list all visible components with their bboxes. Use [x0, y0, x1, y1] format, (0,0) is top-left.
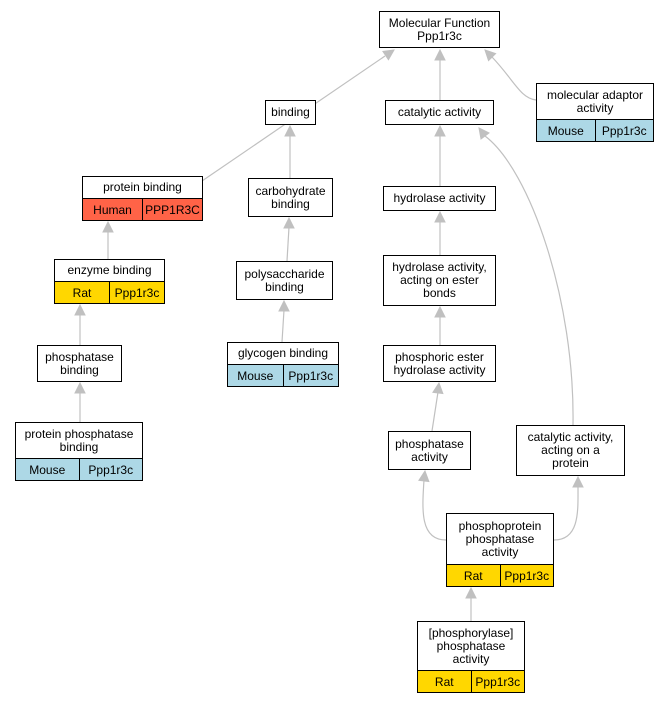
- node-label: phosphoric ester hydrolase activity: [393, 349, 486, 377]
- node-phosphoric-ester-hydrolase-activity[interactable]: phosphoric ester hydrolase activity: [383, 345, 496, 382]
- gene-badge: Ppp1r3c: [470, 671, 524, 692]
- species-badge: Mouse: [16, 459, 79, 480]
- species-badge: Rat: [418, 671, 471, 692]
- node-label: phosphoprotein phosphatase activity: [458, 518, 542, 559]
- node-protein-binding[interactable]: protein binding Human PPP1R3C: [82, 176, 203, 221]
- node-label: glycogen binding: [237, 346, 329, 360]
- gene-badge: Ppp1r3c: [109, 282, 164, 303]
- node-binding[interactable]: binding: [265, 100, 316, 125]
- annotation-badges: Rat Ppp1r3c: [418, 670, 524, 692]
- node-enzyme-binding[interactable]: enzyme binding Rat Ppp1r3c: [54, 259, 165, 304]
- node-label: polysaccharide binding: [244, 266, 325, 294]
- gene-badge: Ppp1r3c: [78, 459, 142, 480]
- edge-line: [553, 485, 579, 541]
- edge-arrowhead: [74, 381, 86, 394]
- node-label: protein phosphatase binding: [24, 426, 134, 454]
- node-hydrolase-activity[interactable]: hydrolase activity: [383, 186, 496, 211]
- species-badge: Mouse: [537, 120, 595, 141]
- annotation-badges: Mouse Ppp1r3c: [16, 458, 142, 480]
- node-carbohydrate-binding[interactable]: carbohydrate binding: [248, 178, 333, 217]
- edge-arrowhead: [572, 475, 584, 488]
- edge-arrowhead: [102, 220, 114, 233]
- node-label: hydrolase activity, acting on ester bond…: [392, 260, 487, 300]
- node-label: enzyme binding: [67, 263, 152, 277]
- annotation-badges: Mouse Ppp1r3c: [228, 364, 338, 386]
- edge-arrowhead: [382, 49, 395, 61]
- gene-badge: PPP1R3C: [142, 199, 202, 220]
- node-label: [phosphorylase] phosphatase activity: [428, 625, 514, 666]
- species-badge: Rat: [447, 565, 500, 586]
- node-catalytic-activity-acting-on-protein[interactable]: catalytic activity, acting on a protein: [516, 425, 625, 476]
- node-glycogen-binding[interactable]: glycogen binding Mouse Ppp1r3c: [227, 342, 339, 387]
- annotation-badges: Mouse Ppp1r3c: [537, 119, 653, 141]
- edge-arrowhead: [434, 305, 446, 318]
- node-phosphatase-activity[interactable]: phosphatase activity: [388, 431, 471, 470]
- node-label: binding: [271, 105, 310, 119]
- node-polysaccharide-binding[interactable]: polysaccharide binding: [236, 261, 333, 300]
- edge-line: [431, 391, 439, 432]
- annotation-badges: Rat Ppp1r3c: [447, 564, 553, 586]
- species-badge: Mouse: [228, 365, 283, 386]
- node-phosphorylase-phosphatase-activity[interactable]: [phosphorylase] phosphatase activity Rat…: [417, 621, 525, 693]
- species-badge: Rat: [55, 282, 109, 303]
- edge-arrowhead: [418, 469, 430, 483]
- edge-line: [422, 479, 447, 541]
- gene-badge: Ppp1r3c: [594, 120, 653, 141]
- edge-arrowhead: [465, 586, 477, 599]
- edge-arrowhead: [432, 381, 444, 395]
- node-label: hydrolase activity: [393, 191, 486, 205]
- edge-arrowhead: [484, 49, 497, 62]
- edge-arrowhead: [434, 124, 446, 137]
- node-label: Molecular Function Ppp1r3c: [388, 15, 491, 43]
- gene-badge: Ppp1r3c: [499, 565, 553, 586]
- edge-line: [484, 135, 574, 426]
- edge-line: [286, 226, 290, 262]
- node-molecular-adaptor-activity[interactable]: molecular adaptor activity Mouse Ppp1r3c: [536, 83, 654, 142]
- edge-arrowhead: [283, 216, 295, 229]
- node-label: carbohydrate binding: [255, 183, 326, 211]
- annotation-badges: Human PPP1R3C: [83, 198, 202, 220]
- edge-arrowhead: [434, 210, 446, 223]
- node-label: phosphatase binding: [45, 349, 114, 377]
- edge-arrowhead: [284, 124, 296, 137]
- node-molecular-function[interactable]: Molecular Function Ppp1r3c: [379, 11, 500, 48]
- node-label: molecular adaptor activity: [546, 87, 644, 115]
- species-badge: Human: [83, 199, 142, 220]
- edge-line: [281, 309, 285, 343]
- gene-badge: Ppp1r3c: [282, 365, 338, 386]
- edge-arrowhead: [278, 299, 290, 312]
- node-label: catalytic activity, acting on a protein: [527, 430, 614, 470]
- node-phosphatase-binding[interactable]: phosphatase binding: [37, 345, 122, 382]
- node-phosphoprotein-phosphatase-activity[interactable]: phosphoprotein phosphatase activity Rat …: [446, 513, 554, 587]
- node-label: protein binding: [103, 180, 182, 194]
- annotation-badges: Rat Ppp1r3c: [55, 281, 164, 303]
- node-catalytic-activity[interactable]: catalytic activity: [385, 100, 494, 125]
- edge-line: [491, 56, 537, 101]
- node-hydrolase-activity-ester-bonds[interactable]: hydrolase activity, acting on ester bond…: [383, 255, 496, 306]
- node-protein-phosphatase-binding[interactable]: protein phosphatase binding Mouse Ppp1r3…: [15, 422, 143, 481]
- edge-arrowhead: [434, 48, 446, 61]
- node-label: catalytic activity: [397, 105, 482, 119]
- edge-arrowhead: [478, 127, 490, 140]
- node-label: phosphatase activity: [395, 436, 464, 464]
- edge-arrowhead: [74, 303, 86, 316]
